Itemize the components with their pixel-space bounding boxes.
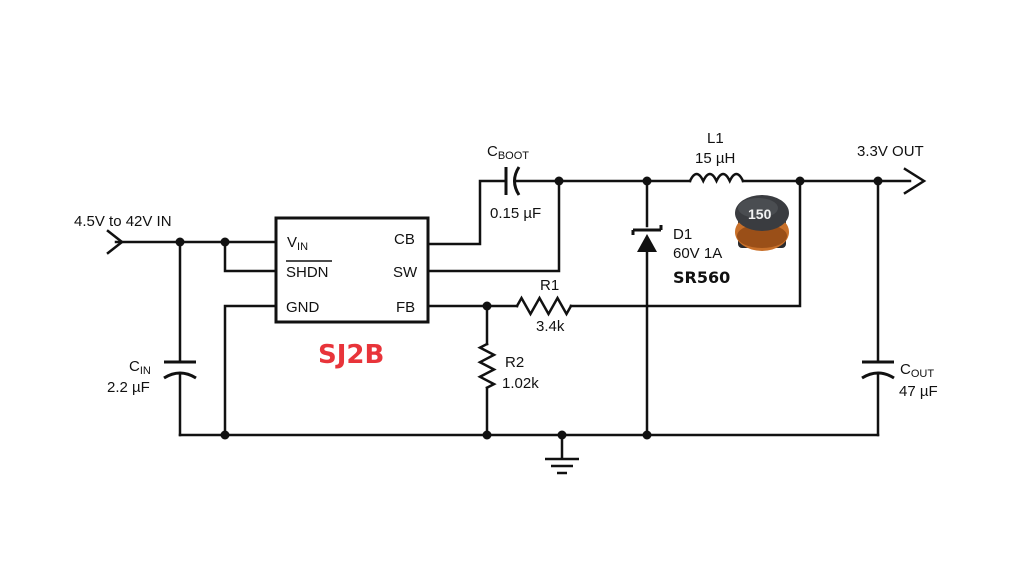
inductor-core-highlight <box>738 198 778 218</box>
inductor-photo-icon: 150 <box>735 195 789 251</box>
diode-d1 <box>631 225 663 252</box>
inductor-copper-shade <box>737 224 787 248</box>
r1-name: R1 <box>540 277 559 294</box>
d1-rating: 60V 1A <box>673 245 722 262</box>
resistor-r2 <box>477 342 497 390</box>
capacitor-cboot <box>504 166 521 196</box>
wire-shdn-tie <box>223 240 278 273</box>
ground-icon <box>545 457 579 475</box>
cboot-value: 0.15 µF <box>490 205 541 222</box>
wires <box>114 179 912 460</box>
junction-dot <box>873 176 883 186</box>
d1-part: SR560 <box>673 268 730 287</box>
junction-dot <box>554 176 564 186</box>
junction-dot <box>220 430 230 440</box>
ic-sj2b: VIN SHDN GND CB SW FB <box>274 216 430 324</box>
junctions <box>175 176 883 440</box>
junction-dot <box>557 430 567 440</box>
d1-name: D1 <box>673 226 692 243</box>
l1-value: 15 µH <box>695 150 735 167</box>
input-label: 4.5V to 42V IN <box>74 213 172 230</box>
cin-plate-bottom <box>163 371 197 380</box>
r2-value: 1.02k <box>502 375 539 392</box>
cout-name: COUT <box>900 361 934 380</box>
junction-dot <box>795 176 805 186</box>
wire-cb <box>426 179 508 246</box>
cin-name: CIN <box>129 358 151 377</box>
junction-dot <box>642 430 652 440</box>
pin-shdn-label: SHDN <box>286 264 329 281</box>
junction-dot <box>482 301 492 311</box>
capacitor-cin <box>163 360 197 380</box>
wire-sw <box>426 179 561 273</box>
diode-triangle <box>637 234 657 252</box>
junction-dot <box>220 237 230 247</box>
inductor-l1 <box>688 172 745 184</box>
pin-fb-label: FB <box>396 299 415 316</box>
cout-value: 47 µF <box>899 383 938 400</box>
pin-gnd-label: GND <box>286 299 320 316</box>
r2-name: R2 <box>505 354 524 371</box>
cin-value: 2.2 µF <box>107 379 150 396</box>
diode-cathode-bar <box>631 225 663 235</box>
ic-part-name: SJ2B <box>318 340 384 370</box>
l1-name: L1 <box>707 130 724 147</box>
cboot-plate-right <box>513 166 521 196</box>
wire-r1-right <box>569 179 802 308</box>
pin-sw-label: SW <box>393 264 418 281</box>
ic-body <box>274 216 430 324</box>
output-arrow-icon <box>903 167 927 195</box>
r1-value: 3.4k <box>536 318 565 335</box>
cboot-name: CBOOT <box>487 143 529 162</box>
cout-plate-bottom <box>861 371 895 380</box>
output-label: 3.3V OUT <box>857 143 924 160</box>
junction-dot <box>175 237 185 247</box>
junction-dot <box>642 176 652 186</box>
inductor-marking: 150 <box>748 206 772 222</box>
junction-dot <box>482 430 492 440</box>
wire-gnd-pin <box>223 304 278 437</box>
capacitor-cout <box>861 360 895 380</box>
input-arrow-icon <box>106 229 125 255</box>
pin-vin-label: VIN <box>287 234 308 253</box>
pin-cb-label: CB <box>394 231 415 248</box>
resistor-r1 <box>515 295 573 317</box>
